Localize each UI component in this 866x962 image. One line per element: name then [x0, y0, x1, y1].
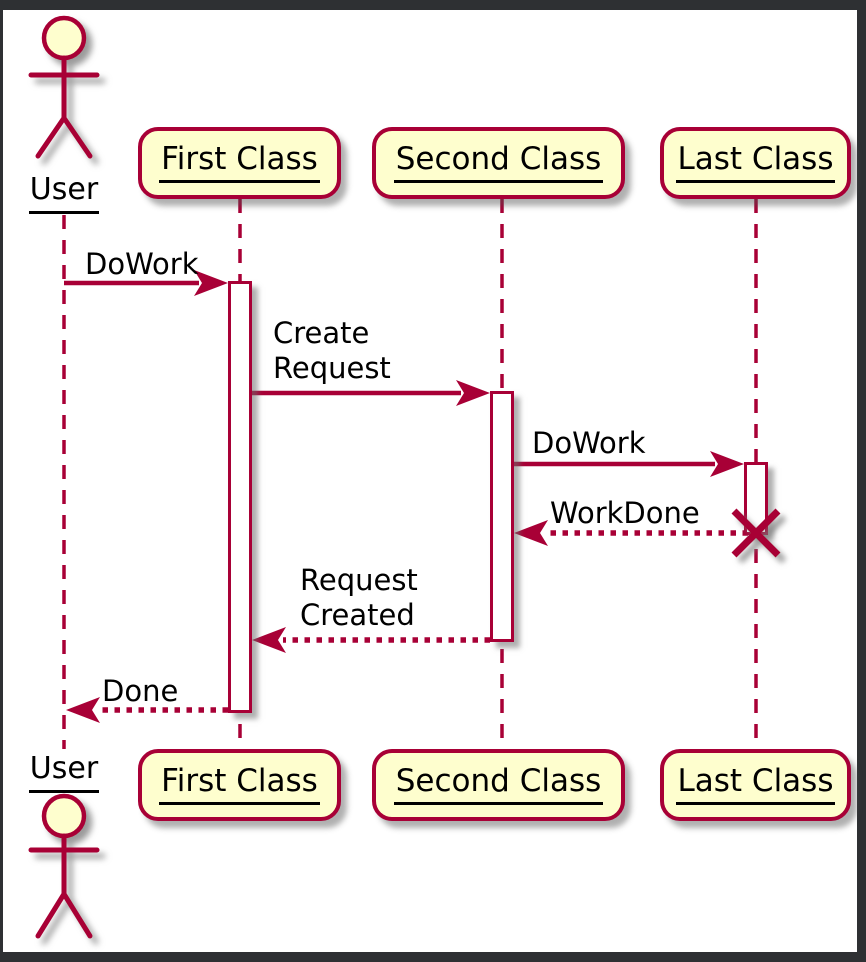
participant-box-first-class-top: First Class	[138, 127, 341, 199]
participant-label: Last Class	[675, 143, 836, 183]
message-arrow-workdone	[514, 520, 748, 546]
actor-figure-top	[28, 15, 100, 159]
participant-label: Second Class	[393, 143, 604, 183]
participant-box-second-class-top: Second Class	[372, 127, 625, 199]
participant-box-second-class-bottom: Second Class	[372, 749, 625, 821]
participant-box-first-class-bottom: First Class	[138, 749, 341, 821]
arrowhead-right	[456, 380, 490, 406]
participant-label: First Class	[159, 765, 320, 805]
arrowhead-right	[710, 451, 744, 477]
activation-bar-first-class	[228, 281, 252, 713]
sequence-diagram-graphics	[28, 15, 758, 939]
actor-head	[41, 15, 87, 61]
message-label-dowork-2: DoWork	[532, 426, 646, 460]
diagram-canvas: First Class Second Class Last Class Firs…	[3, 10, 857, 952]
message-label-request-created: Request Created	[300, 563, 418, 632]
message-label-create-request: Create Request	[273, 316, 391, 385]
arrowhead-left	[66, 697, 100, 723]
actor-label-bottom: User	[6, 751, 122, 793]
arrowhead-right	[194, 270, 228, 296]
participant-label: Second Class	[393, 765, 604, 805]
actor-name: User	[28, 172, 100, 214]
message-arrow-dowork-1	[64, 270, 228, 296]
message-label-done: Done	[102, 674, 179, 708]
participant-box-last-class-bottom: Last Class	[660, 749, 851, 821]
message-label-workdone: WorkDone	[550, 496, 700, 530]
arrowhead-left	[252, 627, 286, 653]
actor-label-top: User	[6, 172, 122, 214]
message-arrow-dowork-2	[514, 451, 744, 477]
message-arrow-done	[66, 697, 228, 723]
participant-label: First Class	[159, 143, 320, 183]
message-arrow-request-created	[252, 627, 490, 653]
message-label-dowork-1: DoWork	[85, 247, 199, 281]
message-arrow-create-request	[252, 380, 490, 406]
arrowhead-left	[514, 520, 548, 546]
participant-box-last-class-top: Last Class	[660, 127, 851, 199]
activation-bar-last-class	[744, 462, 768, 535]
actor-head	[41, 793, 87, 839]
actor-name: User	[28, 751, 100, 793]
actor-figure-bottom	[28, 793, 100, 939]
participant-label: Last Class	[675, 765, 836, 805]
activation-bar-second-class	[490, 391, 514, 642]
